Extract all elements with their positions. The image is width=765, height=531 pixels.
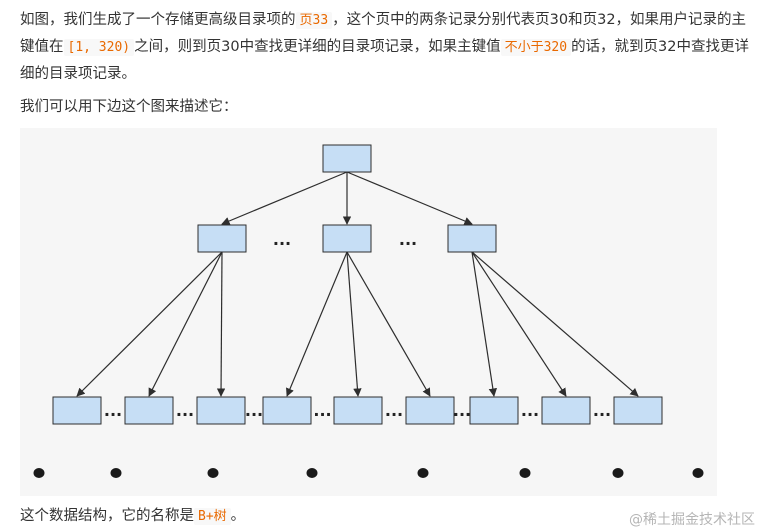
text-run: 这个数据结构，它的名称是 — [20, 508, 194, 524]
ellipsis-inner: ... — [399, 230, 417, 249]
edge-inner-to-leaf — [346, 251, 362, 397]
root-node — [322, 144, 372, 173]
inline-code-bplus-tree: B+树 — [194, 508, 231, 525]
inner-node — [197, 224, 247, 253]
edge-inner-to-leaf — [148, 251, 223, 397]
ellipsis-leaf: ... — [313, 401, 331, 420]
leaf-node — [262, 396, 312, 425]
edge-inner-to-leaf — [346, 251, 431, 397]
inline-code-range: [1, 320) — [63, 39, 135, 56]
record-dot — [306, 468, 318, 478]
leaf-node — [541, 396, 591, 425]
bplus-tree-diagram: .............................. — [20, 128, 717, 496]
edge-root-to-inner — [346, 171, 473, 225]
record-dot — [417, 468, 429, 478]
edge-inner-to-leaf — [286, 251, 348, 397]
leaf-node — [469, 396, 519, 425]
ellipsis-leaf: ... — [104, 401, 122, 420]
text-run: 。 — [230, 508, 246, 524]
record-dot — [519, 468, 531, 478]
leaf-node — [405, 396, 455, 425]
ellipsis-leaf: ... — [176, 401, 194, 420]
record-dot — [110, 468, 122, 478]
edge-inner-to-leaf — [76, 251, 223, 397]
ellipsis-leaf: ... — [385, 401, 403, 420]
inline-code-not-less-320: 不小于320 — [500, 39, 572, 56]
ellipsis-leaf: ... — [593, 401, 611, 420]
leaf-node — [613, 396, 663, 425]
inline-code-page33: 页33 — [295, 12, 333, 29]
tree-svg: .............................. — [33, 144, 704, 478]
record-dot — [33, 468, 45, 478]
ellipsis-leaf: ... — [453, 401, 471, 420]
leaf-node — [333, 396, 383, 425]
edge-inner-to-leaf — [471, 251, 567, 397]
inner-node — [447, 224, 497, 253]
intro-paragraph: 如图，我们生成了一个存储更高级目录项的页33，这个页中的两条记录分别代表页30和… — [20, 7, 750, 87]
site-watermark: @稀土掘金技术社区 — [629, 512, 755, 528]
diagram-intro-paragraph: 我们可以用下边这个图来描述它： — [20, 99, 238, 115]
edge-inner-to-leaf — [471, 251, 498, 397]
record-dot — [692, 468, 704, 478]
inner-node — [322, 224, 372, 253]
edge-inner-to-leaf — [216, 251, 226, 397]
record-dot — [612, 468, 624, 478]
leaf-node — [196, 396, 246, 425]
text-run: 的话，就到页32中查找更详细的目录项记录。 — [20, 39, 750, 82]
leaf-node — [124, 396, 174, 425]
record-dot — [207, 468, 219, 478]
text-run: 之间，则到页30中查找更详细的目录项记录，如果主键值 — [134, 39, 501, 55]
text-run: 如图，我们生成了一个存储更高级目录项的 — [20, 12, 296, 28]
leaf-node — [52, 396, 102, 425]
ellipsis-leaf: ... — [245, 401, 263, 420]
ellipsis-inner: ... — [273, 230, 291, 249]
text-run: ，这个页中的两条记录分别代表页30和页32，如果用户记录的主键值在 — [20, 12, 747, 55]
edge-inner-to-leaf — [471, 251, 639, 397]
edge-root-to-inner — [221, 171, 348, 225]
ellipsis-leaf: ... — [521, 401, 539, 420]
